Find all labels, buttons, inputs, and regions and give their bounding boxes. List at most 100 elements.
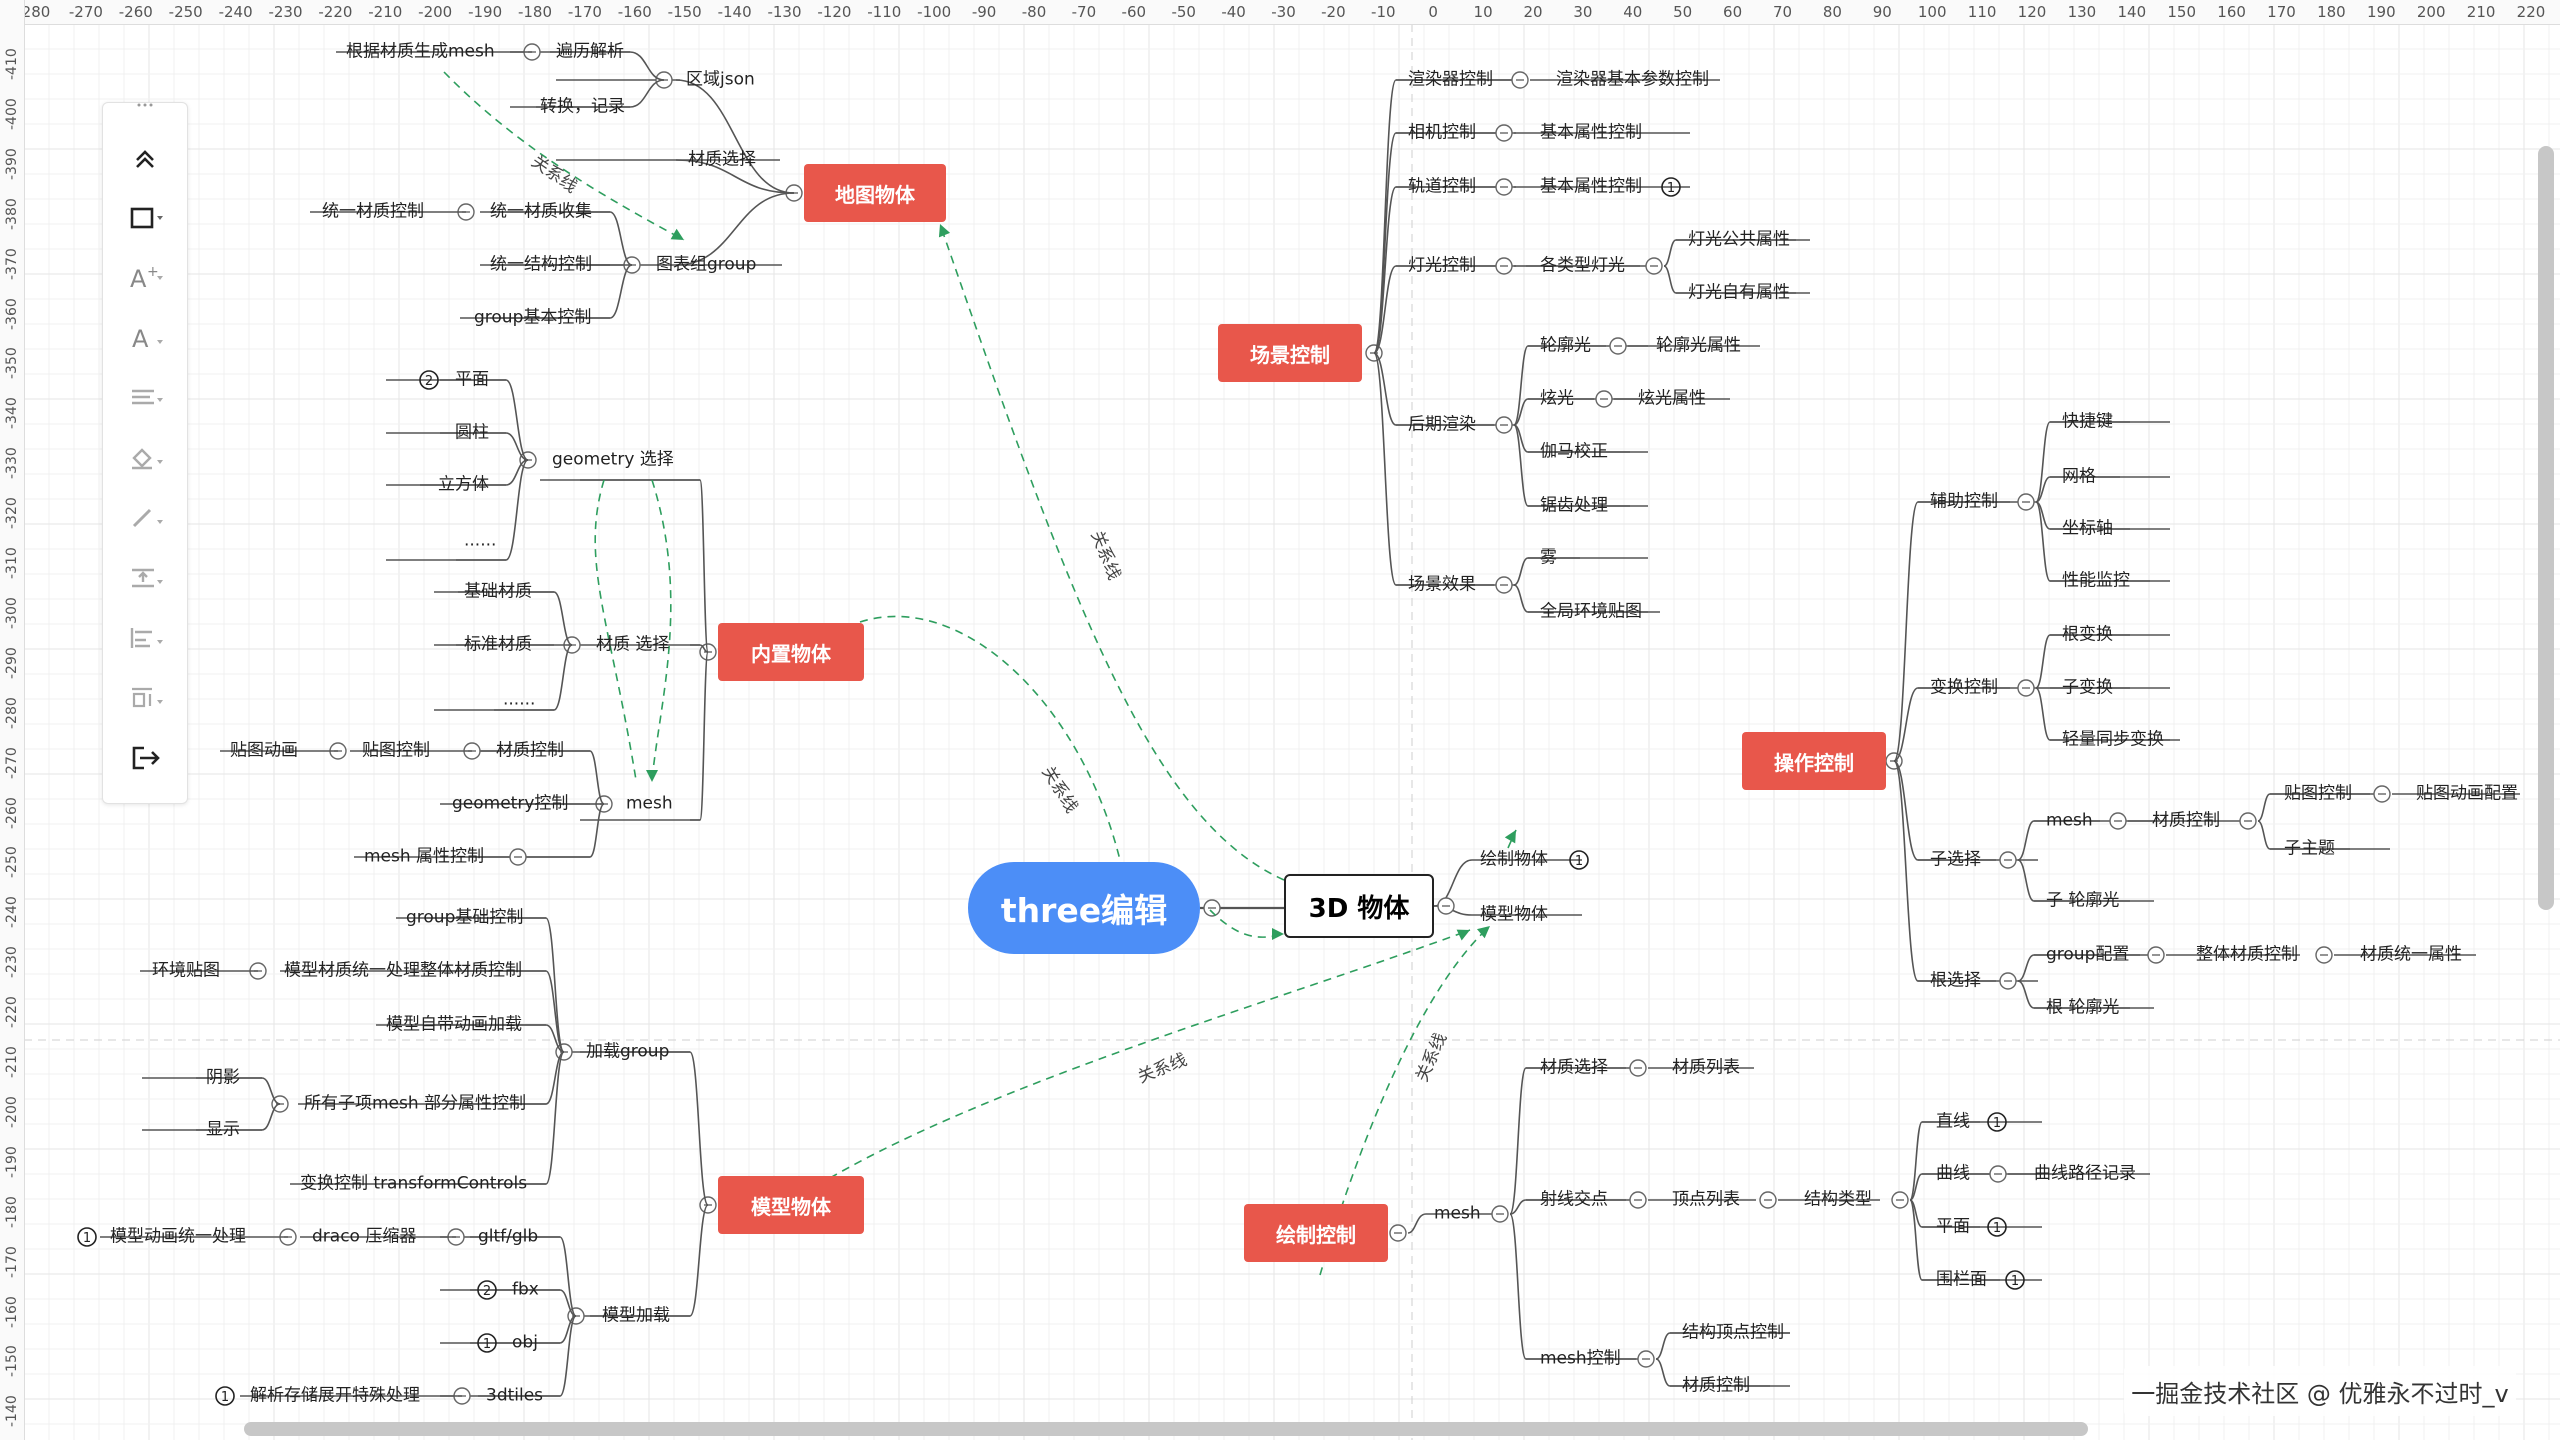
branch-builtin-object[interactable]: 内置物体 xyxy=(718,623,864,681)
node-scene-effect[interactable]: 场景效果 xyxy=(1408,574,1476,595)
node-map-material-select[interactable]: 材质选择 xyxy=(688,149,756,170)
node-scene-basic-attr-1[interactable]: 基本属性控制 xyxy=(1540,122,1642,143)
node-builtin-cylinder[interactable]: 圆柱 xyxy=(455,422,489,443)
node-op-lite-sync[interactable]: 轻量同步变换 xyxy=(2062,729,2164,750)
node-model-obj[interactable]: obj xyxy=(512,1332,538,1353)
node-builtin-standard-mat[interactable]: 标准材质 xyxy=(464,634,532,655)
node-scene-light-common[interactable]: 灯光公共属性 xyxy=(1688,229,1790,250)
node-model-model-load[interactable]: 模型加载 xyxy=(602,1305,670,1326)
branch-model-object[interactable]: 模型物体 xyxy=(718,1176,864,1234)
node-model-draco[interactable]: draco 压缩器 xyxy=(312,1226,417,1247)
node-draw-ray-hit[interactable]: 射线交点 xyxy=(1540,1189,1608,1210)
node-op-shortcut[interactable]: 快捷键 xyxy=(2062,411,2113,432)
node-model-display[interactable]: 显示 xyxy=(206,1119,240,1140)
text-size-icon[interactable]: A+ xyxy=(103,253,187,303)
node-model-fbx[interactable]: fbx xyxy=(512,1279,539,1300)
node-draw-plane[interactable]: 平面 xyxy=(1936,1216,1970,1237)
node-model-parse-store[interactable]: 解析存储展开特殊处理 xyxy=(250,1385,420,1406)
node-op-root-transform[interactable]: 根变换 xyxy=(2062,624,2113,645)
node-draw-mat-select[interactable]: 材质选择 xyxy=(1540,1057,1608,1078)
node-op-tex-ctrl[interactable]: 贴图控制 xyxy=(2284,783,2352,804)
node-scene-global-env[interactable]: 全局环境贴图 xyxy=(1540,601,1642,622)
node-scene-light-own[interactable]: 灯光自有属性 xyxy=(1688,282,1790,303)
node-op-mat-unify-attr[interactable]: 材质统一属性 xyxy=(2360,944,2462,965)
fill-icon[interactable] xyxy=(103,433,187,483)
node-model-load-group[interactable]: 加载group xyxy=(586,1041,670,1062)
node-op-tex-anim-cfg[interactable]: 贴图动画配置 xyxy=(2416,783,2518,804)
branch-map-object[interactable]: 地图物体 xyxy=(804,164,946,222)
node-builtin-mesh-attr[interactable]: mesh 属性控制 xyxy=(364,846,485,867)
node-draw-mesh[interactable]: mesh xyxy=(1434,1203,1481,1224)
node-draw-mesh-ctrl[interactable]: mesh控制 xyxy=(1540,1348,1621,1369)
node-builtin-tex-ctrl[interactable]: 贴图控制 xyxy=(362,740,430,761)
node-scene-glare-attr[interactable]: 炫光属性 xyxy=(1638,388,1706,409)
center-child-draw-object[interactable]: 绘制物体 xyxy=(1480,849,1548,870)
node-scene-basic-attr-2[interactable]: 基本属性控制 xyxy=(1540,176,1642,197)
node-scene-glare[interactable]: 炫光 xyxy=(1540,388,1574,409)
node-map-traverse[interactable]: 遍历解析 xyxy=(556,41,624,62)
node-scene-camera-ctrl[interactable]: 相机控制 xyxy=(1408,122,1476,143)
node-op-root-select[interactable]: 根选择 xyxy=(1930,970,1981,991)
node-map-region-json[interactable]: 区域json xyxy=(686,69,755,90)
node-model-group-basic[interactable]: group基础控制 xyxy=(406,907,524,928)
node-op-transform-ctrl[interactable]: 变换控制 xyxy=(1930,677,1998,698)
node-op-group-cfg[interactable]: group配置 xyxy=(2046,944,2130,965)
node-model-3dtiles[interactable]: 3dtiles xyxy=(486,1385,544,1406)
node-scene-light-ctrl[interactable]: 灯光控制 xyxy=(1408,255,1476,276)
node-draw-curve[interactable]: 曲线 xyxy=(1936,1163,1970,1184)
node-builtin-mat-ctrl[interactable]: 材质控制 xyxy=(496,740,564,761)
node-scene-gamma[interactable]: 伽马校正 xyxy=(1540,441,1608,462)
node-builtin-plane[interactable]: 平面 xyxy=(455,369,489,390)
horizontal-scrollbar[interactable] xyxy=(244,1422,2088,1436)
node-scene-light-types[interactable]: 各类型灯光 xyxy=(1540,255,1625,276)
node-model-shadow[interactable]: 阴影 xyxy=(206,1067,240,1088)
node-op-sub-outline[interactable]: 子 轮廓光 xyxy=(2046,890,2120,911)
root-node[interactable]: three编辑 xyxy=(968,862,1200,954)
node-scene-outline[interactable]: 轮廓光 xyxy=(1540,335,1591,356)
node-map-chart-group[interactable]: 图表组group xyxy=(656,254,757,275)
node-draw-curve-path[interactable]: 曲线路径记录 xyxy=(2034,1163,2136,1184)
node-scene-aa[interactable]: 锯齿处理 xyxy=(1540,495,1608,516)
node-model-sub-mesh-ctrl[interactable]: 所有子项mesh 部分属性控制 xyxy=(304,1093,527,1114)
node-op-root-outline[interactable]: 根 轮廓光 xyxy=(2046,997,2120,1018)
node-draw-line[interactable]: 直线 xyxy=(1936,1111,1970,1132)
node-builtin-geometry-select[interactable]: geometry 选择 xyxy=(552,449,674,470)
node-op-perf[interactable]: 性能监控 xyxy=(2062,570,2130,591)
node-map-unified-mat-collect[interactable]: 统一材质收集 xyxy=(490,201,592,222)
node-scene-fog[interactable]: 雾 xyxy=(1540,547,1557,568)
branch-draw-control[interactable]: 绘制控制 xyxy=(1244,1204,1388,1262)
node-map-by-material[interactable]: 根据材质生成mesh xyxy=(346,41,495,62)
center-node-3d-object[interactable]: 3D 物体 xyxy=(1284,874,1434,938)
node-op-sub-transform[interactable]: 子变换 xyxy=(2062,677,2113,698)
node-scene-renderer-ctrl[interactable]: 渲染器控制 xyxy=(1408,69,1493,90)
collapse-icon[interactable] xyxy=(103,133,187,183)
node-builtin-tex-anim[interactable]: 贴图动画 xyxy=(230,740,298,761)
node-op-whole-mat-ctrl[interactable]: 整体材质控制 xyxy=(2196,944,2298,965)
node-draw-struct-vertex[interactable]: 结构顶点控制 xyxy=(1682,1322,1784,1343)
node-model-transform-ctrl[interactable]: 变换控制 transformControls xyxy=(300,1173,528,1194)
brush-icon[interactable] xyxy=(103,493,187,543)
node-draw-vertex-list[interactable]: 顶点列表 xyxy=(1672,1189,1740,1210)
node-builtin-mat-select[interactable]: 材质 选择 xyxy=(596,634,670,655)
node-map-unified-struct-ctrl[interactable]: 统一结构控制 xyxy=(490,254,592,275)
branch-operation-control[interactable]: 操作控制 xyxy=(1742,732,1886,790)
node-map-unified-mat-ctrl[interactable]: 统一材质控制 xyxy=(322,201,424,222)
node-model-anim-unify[interactable]: 模型动画统一处理 xyxy=(110,1226,246,1247)
align-icon[interactable] xyxy=(103,373,187,423)
node-map-group-basic[interactable]: group基本控制 xyxy=(474,307,592,328)
node-scene-track-ctrl[interactable]: 轨道控制 xyxy=(1408,176,1476,197)
font-icon[interactable]: A xyxy=(103,313,187,363)
spacing-icon[interactable] xyxy=(103,553,187,603)
center-child-model-object[interactable]: 模型物体 xyxy=(1480,904,1548,925)
node-builtin-basic-mat[interactable]: 基础材质 xyxy=(464,581,532,602)
node-model-mat-unify[interactable]: 模型材质统一处理整体材质控制 xyxy=(284,960,522,981)
node-draw-mat-ctrl[interactable]: 材质控制 xyxy=(1682,1375,1750,1396)
node-model-env-tex[interactable]: 环境贴图 xyxy=(152,960,220,981)
node-model-gltf[interactable]: gltf/glb xyxy=(478,1226,539,1247)
node-scene-outline-attr[interactable]: 轮廓光属性 xyxy=(1656,335,1741,356)
branch-scene-control[interactable]: 场景控制 xyxy=(1218,324,1362,382)
node-op-aux-ctrl[interactable]: 辅助控制 xyxy=(1930,491,1998,512)
arrange-icon[interactable] xyxy=(103,613,187,663)
node-op-axis[interactable]: 坐标轴 xyxy=(2062,518,2113,539)
vertical-scrollbar[interactable] xyxy=(2538,146,2554,910)
